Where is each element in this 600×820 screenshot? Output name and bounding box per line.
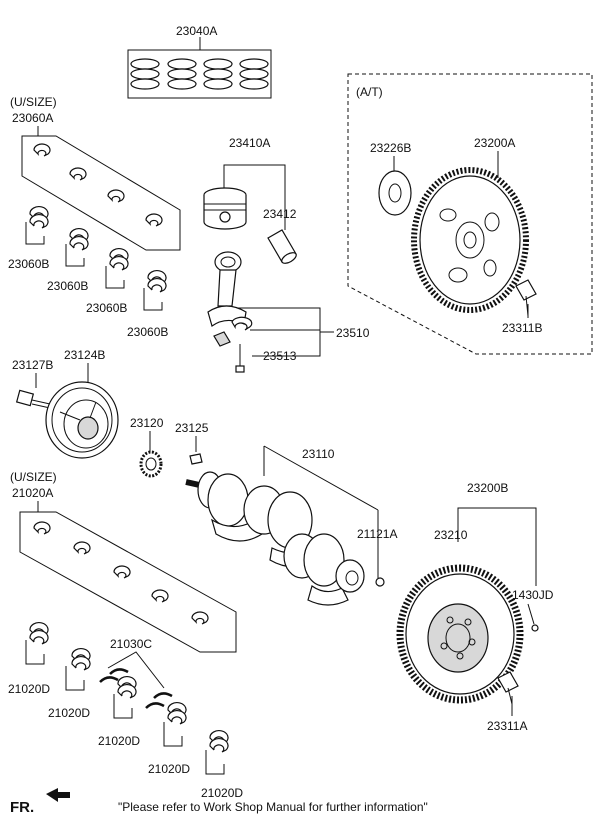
label-23226B: 23226B (370, 141, 411, 155)
flywheel-dowel-pin[interactable] (531, 624, 539, 632)
drive-plate-bolt[interactable] (515, 279, 537, 317)
flexplate-shim[interactable] (378, 170, 412, 216)
crankshaft[interactable] (185, 471, 365, 606)
label-23311B: 23311B (502, 321, 542, 335)
label-23510: 23510 (336, 326, 370, 340)
main-bearing-shells-21020D[interactable] (29, 622, 229, 753)
label-23040A: 23040A (176, 24, 217, 38)
label-21020A: 21020A (12, 486, 53, 500)
label-23060B-1: 23060B (8, 257, 49, 271)
label-23200B: 23200B (467, 481, 508, 495)
label-21020D-3: 21020D (98, 734, 140, 748)
label-23060B-4: 23060B (127, 325, 168, 339)
label-usize-lower: (U/SIZE) (10, 470, 57, 484)
label-21020D-4: 21020D (148, 762, 190, 776)
crankshaft-pilot-bushing[interactable] (375, 577, 385, 587)
label-23060B-3: 23060B (86, 301, 127, 315)
label-usize-upper: (U/SIZE) (10, 95, 57, 109)
label-1430JD: 1430JD (512, 588, 554, 602)
main-bearing-set-upper[interactable] (21, 135, 181, 251)
label-23410A: 23410A (229, 136, 270, 150)
label-23120: 23120 (130, 416, 164, 430)
crankshaft-bearing-set[interactable] (19, 511, 237, 653)
damper-pulley[interactable] (45, 381, 119, 459)
label-23210: 23210 (434, 528, 468, 542)
label-23060A: 23060A (12, 111, 53, 125)
connecting-rod-bolt[interactable] (235, 344, 245, 373)
label-23311A: 23311A (487, 719, 527, 733)
label-21020D-2: 21020D (48, 706, 90, 720)
label-23124B: 23124B (64, 348, 105, 362)
label-23412: 23412 (263, 207, 297, 221)
drive-plate-flexplate[interactable] (411, 167, 529, 313)
label-23125: 23125 (175, 421, 209, 435)
label-23200A: 23200A (474, 136, 515, 150)
label-23060B-2: 23060B (47, 279, 88, 293)
damper-pulley-bolt[interactable] (15, 389, 51, 409)
label-21121A: 21121A (357, 527, 397, 541)
label-23513: 23513 (263, 349, 297, 363)
flywheel[interactable] (396, 564, 524, 704)
piston[interactable] (203, 187, 247, 230)
piston-ring-set[interactable] (127, 49, 272, 99)
front-direction-label: FR. (10, 799, 34, 816)
thrust-washers[interactable] (99, 668, 173, 709)
footer-note: "Please refer to Work Shop Manual for fu… (118, 800, 428, 814)
crankshaft-key[interactable] (189, 453, 203, 465)
label-21030C: 21030C (110, 637, 152, 651)
main-bearing-lower-shells[interactable] (29, 206, 167, 293)
label-23110: 23110 (302, 447, 335, 461)
connecting-rod-cap-bearing[interactable] (213, 316, 253, 347)
label-23127B: 23127B (12, 358, 53, 372)
crankshaft-sprocket[interactable] (139, 450, 163, 478)
label-21020D-5: 21020D (201, 786, 243, 800)
connecting-rod[interactable] (207, 251, 247, 327)
front-arrow-icon (46, 788, 70, 802)
flywheel-bolt[interactable] (497, 671, 519, 705)
label-at: (A/T) (356, 85, 383, 99)
piston-pin[interactable] (267, 229, 298, 265)
label-21020D-1: 21020D (8, 682, 50, 696)
